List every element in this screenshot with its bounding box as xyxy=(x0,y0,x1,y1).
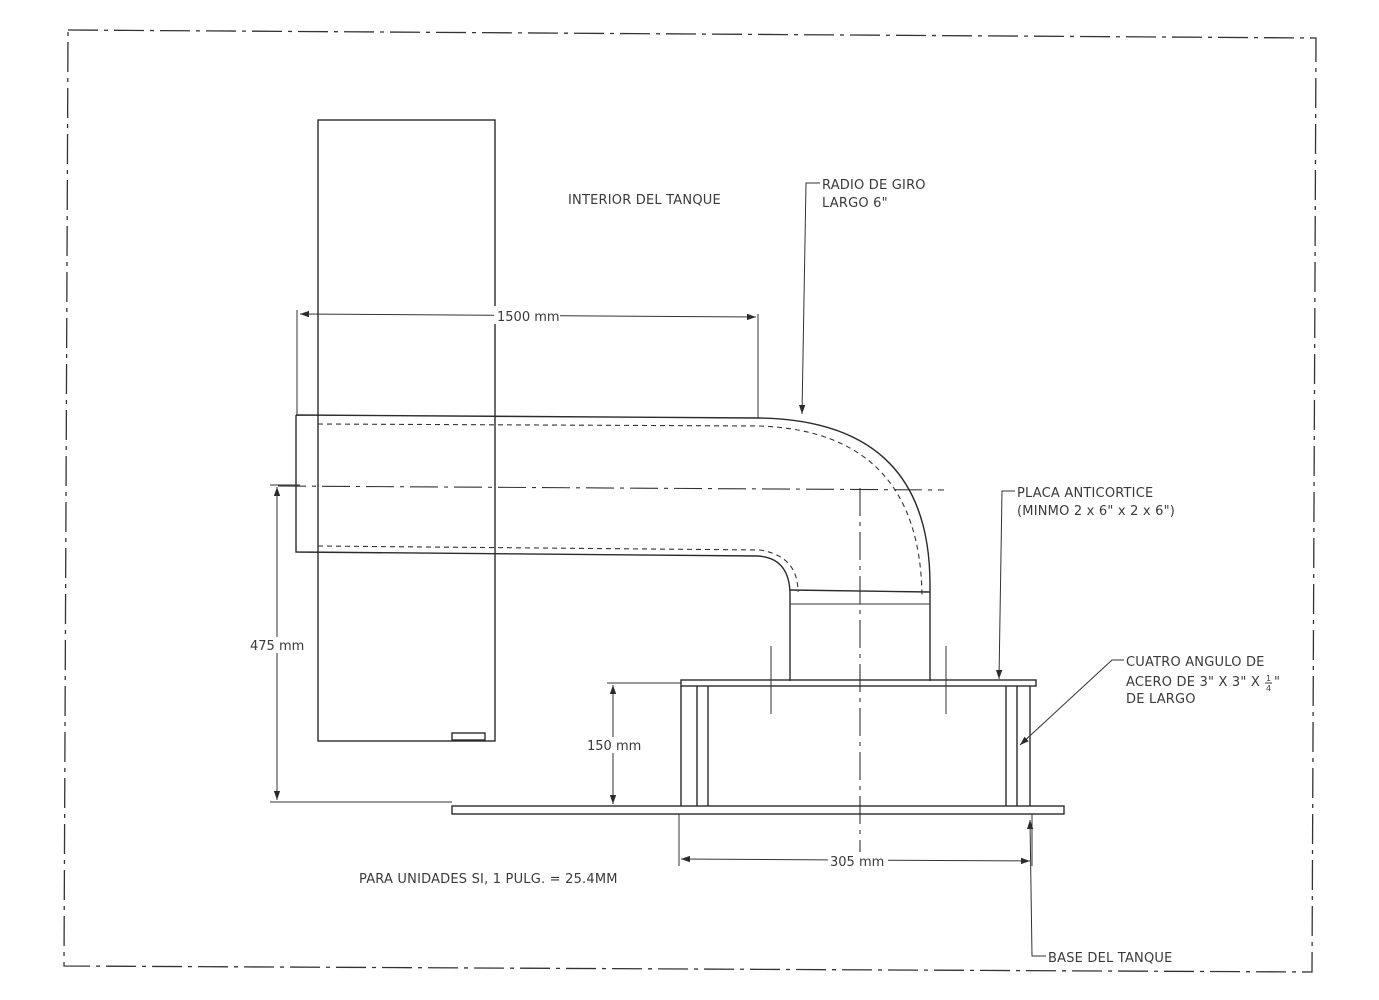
tank-wall-foot-plate xyxy=(451,732,486,741)
pipe-centerline xyxy=(277,485,945,491)
label-cuatro-frac-den: 4 xyxy=(1266,684,1271,693)
leader-placa xyxy=(995,490,1015,680)
dim-height-text: 475 mm xyxy=(250,639,304,654)
pipe-outer xyxy=(295,414,931,681)
label-cuatro-2-end: " xyxy=(1274,675,1280,690)
steel-angle-left xyxy=(680,686,709,806)
label-cuatro-3: DE LARGO xyxy=(1126,692,1196,707)
pipe-inner-dashed xyxy=(317,423,923,597)
leader-base xyxy=(1026,819,1046,957)
units-note: PARA UNIDADES SI, 1 PULG. = 25.4MM xyxy=(359,872,618,887)
leader-cuatro xyxy=(1019,659,1124,746)
steel-angle-right xyxy=(1005,686,1031,806)
label-cuatro-1: CUATRO ANGULO DE xyxy=(1126,655,1265,670)
dim-width-text: 305 mm xyxy=(830,855,884,870)
label-base: BASE DEL TANQUE xyxy=(1048,951,1173,966)
label-interior: INTERIOR DEL TANQUE xyxy=(568,193,721,208)
label-cuatro-2: ACERO DE 3" X 3" X xyxy=(1126,675,1260,690)
tank-wall xyxy=(317,119,496,742)
leader-radio xyxy=(799,182,820,415)
label-placa-1: PLACA ANTICORTICE xyxy=(1017,486,1153,501)
label-radio-1: RADIO DE GIRO xyxy=(822,178,926,193)
tank-base xyxy=(451,805,1065,815)
anti-vortex-plate xyxy=(680,679,1037,687)
label-radio-2: LARGO 6" xyxy=(822,196,888,211)
label-placa-2: (MINMO 2 x 6" x 2 x 6") xyxy=(1017,504,1175,519)
drawing-frame xyxy=(63,29,1317,973)
dim-box-height-text: 150 mm xyxy=(587,739,641,754)
dim-length-text: 1500 mm xyxy=(497,310,560,325)
label-cuatro-frac-num: 1 xyxy=(1266,674,1271,683)
